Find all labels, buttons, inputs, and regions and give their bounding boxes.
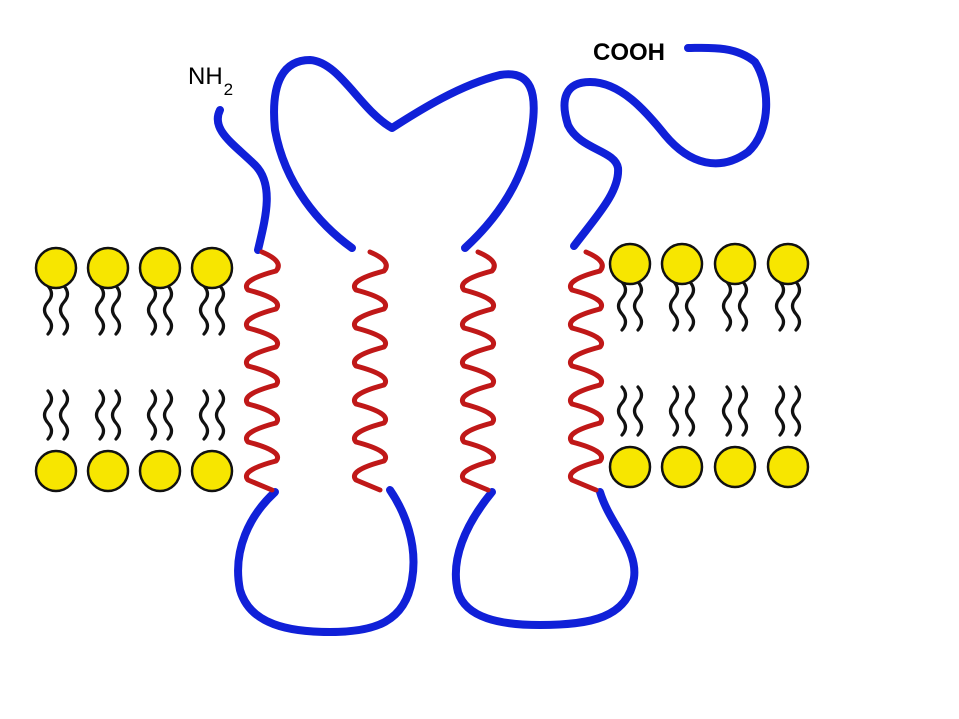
lipid-tail [42,389,54,441]
lipid-head [660,242,704,286]
lipid-head [86,246,130,290]
n-terminal-tail [213,106,271,254]
lipid-tail [632,280,644,332]
lipid-left-inner-2 [86,389,130,493]
lipid-right-outer-2 [660,242,704,332]
transmembrane-helix-3 [460,249,497,493]
cytoplasmic-loop-1 [234,486,418,636]
lipid-head [138,449,182,493]
lipid-tail [616,385,628,437]
lipid-tail [790,385,802,437]
lipid-tail [684,385,696,437]
lipid-tail [162,284,174,336]
lipid-tail [58,284,70,336]
lipid-tail [774,280,786,332]
lipid-tail [790,280,802,332]
lipid-tail [632,385,644,437]
lipid-tail [616,280,628,332]
n-terminus-subscript: 2 [224,80,233,99]
lipid-head [190,449,234,493]
lipid-left-inner-1 [34,389,78,493]
lipid-head [86,449,130,493]
lipid-left-outer-1 [34,246,78,336]
lipid-tail [668,385,680,437]
lipid-right-inner-3 [713,385,757,489]
lipid-right-inner-1 [608,385,652,489]
lipid-right-outer-3 [713,242,757,332]
lipid-tail [721,280,733,332]
lipid-left-outer-4 [190,246,234,336]
lipid-tail [162,389,174,441]
lipid-head [660,445,704,489]
lipid-left-inner-3 [138,389,182,493]
lipid-tail [214,284,226,336]
lipid-right-inner-4 [766,385,810,489]
transmembrane-helix-1 [244,249,281,493]
lipid-left-outer-3 [138,246,182,336]
lipid-tail [684,280,696,332]
lipid-tail [214,389,226,441]
lipid-head [766,242,810,286]
lipid-right-outer-4 [766,242,810,332]
lipid-right-outer-1 [608,242,652,332]
transmembrane-helix-2 [352,249,389,493]
lipid-head [608,242,652,286]
extracellular-loop-1 [270,56,538,252]
lipid-head [766,445,810,489]
protein-loops [213,43,771,636]
n-terminus-label: NH2 [188,63,233,99]
lipid-tail [774,385,786,437]
lipid-tail [146,389,158,441]
cytoplasmic-loop-2 [451,488,639,629]
lipid-tail [198,389,210,441]
lipid-head [713,242,757,286]
lipid-bilayer-right [608,242,810,489]
lipid-head [34,246,78,290]
lipid-head [608,445,652,489]
lipid-tail [737,280,749,332]
lipid-head [713,445,757,489]
c-terminus-label: COOH [593,39,665,66]
lipid-head [34,449,78,493]
lipid-tail [146,284,158,336]
n-terminus-main: NH [188,63,223,90]
lipid-tail [110,284,122,336]
lipid-bilayer-left [34,246,234,493]
lipid-tail [737,385,749,437]
lipid-tail [58,389,70,441]
lipid-tail [94,284,106,336]
lipid-right-inner-2 [660,385,704,489]
lipid-tail [42,284,54,336]
lipid-left-outer-2 [86,246,130,336]
lipid-tail [94,389,106,441]
transmembrane-helix-4 [568,249,605,493]
lipid-left-inner-4 [190,389,234,493]
lipid-head [190,246,234,290]
lipid-tail [198,284,210,336]
lipid-tail [668,280,680,332]
lipid-tail [110,389,122,441]
extracellular-loop-3 [560,43,771,250]
transmembrane-helices [244,249,605,493]
lipid-head [138,246,182,290]
lipid-tail [721,385,733,437]
